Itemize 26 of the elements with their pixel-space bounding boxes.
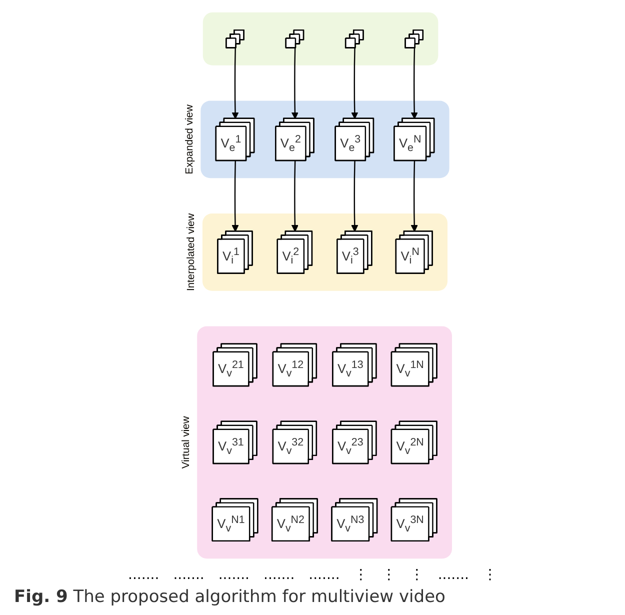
arrow (351, 160, 358, 232)
cluster (202, 213, 448, 291)
ellipsis-mark: ....... (438, 567, 469, 583)
ellipsis-mark: ⋮ (410, 567, 424, 583)
group-title: Virtual view (180, 416, 192, 469)
arrow (410, 48, 418, 120)
figure-caption: Fig. 9 The proposed algorithm for multiview video (14, 587, 446, 607)
ellipsis-mark: ....... (128, 567, 160, 583)
arrow (291, 160, 298, 232)
ellipsis-mark: ⋮ (354, 567, 368, 583)
arrow (232, 160, 239, 232)
ellipsis-mark: ⋮ (382, 567, 396, 583)
ellipsis-mark: ....... (173, 567, 204, 583)
ellipsis-mark: ....... (308, 567, 340, 583)
cluster (202, 12, 438, 66)
arrow (351, 48, 358, 120)
cluster (200, 100, 450, 178)
cluster (197, 326, 452, 559)
ellipsis-mark: ⋮ (482, 567, 497, 583)
group-title: Expanded view (184, 104, 195, 174)
group-title: Interpolated view (186, 213, 197, 292)
ellipsis-mark: ....... (264, 567, 295, 583)
arrow (291, 48, 298, 120)
ellipsis-mark: ....... (218, 567, 250, 583)
arrow (232, 48, 239, 120)
arrow (410, 160, 418, 232)
